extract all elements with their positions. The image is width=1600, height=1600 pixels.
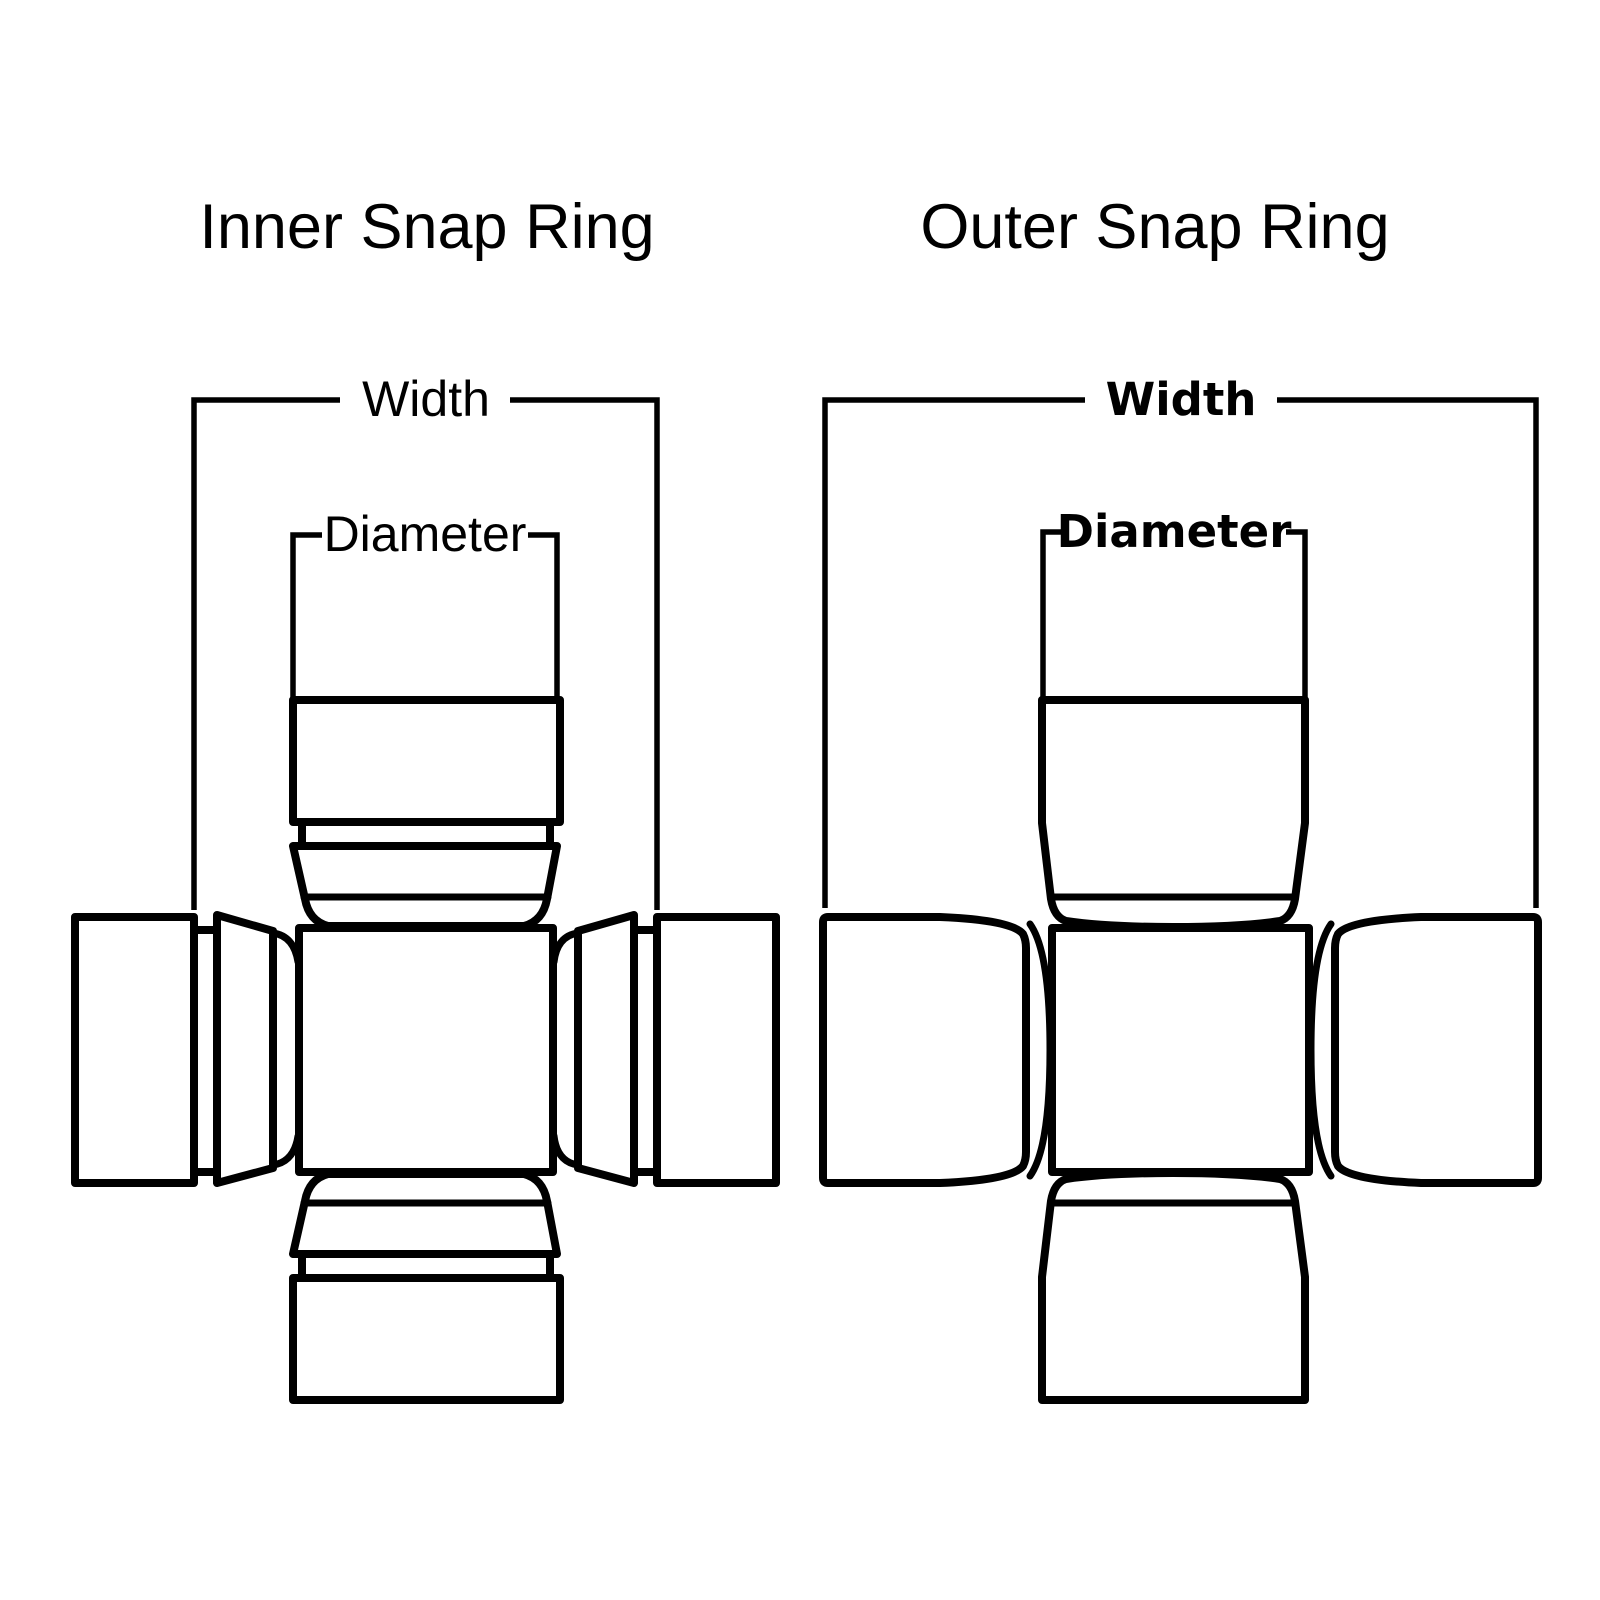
inner-left-trunnion-fillet-bottom — [269, 1132, 302, 1169]
outer-left-bearing-cap — [819, 913, 1030, 1187]
inner-right-bearing-cap — [653, 913, 780, 1187]
outer-snap-ring-diagram: Width Diameter Outer Snap Ring — [819, 192, 1542, 1404]
inner-center-body — [295, 924, 557, 1176]
inner-left-bearing-cap — [71, 913, 198, 1187]
inner-right-trunnion-fillet-bottom — [550, 1132, 582, 1169]
inner-bottom-cup-flare — [289, 1170, 561, 1258]
outer-diameter-label-mask — [1062, 500, 1286, 564]
inner-width-label-mask — [340, 368, 510, 432]
outer-diameter-label: Diameter — [1057, 505, 1293, 558]
outer-right-bearing-cap — [1331, 913, 1542, 1187]
inner-width-label: Width — [362, 371, 490, 427]
inner-left-trunnion-fillet-top — [269, 929, 302, 966]
inner-diagram-title: Inner Snap Ring — [199, 192, 654, 262]
outer-bottom-bearing-cup — [1038, 1169, 1309, 1404]
outer-diagram-title: Outer Snap Ring — [920, 192, 1389, 262]
outer-right-snap-ring-shoulder — [1307, 920, 1335, 1180]
inner-right-trunnion-fillet-top — [550, 929, 582, 966]
inner-top-bearing-cap — [289, 696, 564, 826]
inner-diameter-label-mask — [322, 503, 528, 567]
outer-top-bearing-cup — [1038, 696, 1309, 931]
inner-left-cup — [213, 911, 277, 1187]
inner-diameter-label: Diameter — [324, 506, 527, 562]
outer-width-label: Width — [1106, 373, 1257, 426]
outer-left-snap-ring-shoulder — [1026, 920, 1054, 1180]
outer-center-body — [1048, 924, 1313, 1176]
inner-top-cup-flare — [289, 842, 561, 930]
inner-right-cup — [574, 911, 638, 1187]
inner-bottom-bearing-cap — [289, 1274, 564, 1404]
inner-snap-ring-diagram: Width Diameter — [71, 192, 780, 1404]
outer-width-label-mask — [1085, 368, 1277, 432]
